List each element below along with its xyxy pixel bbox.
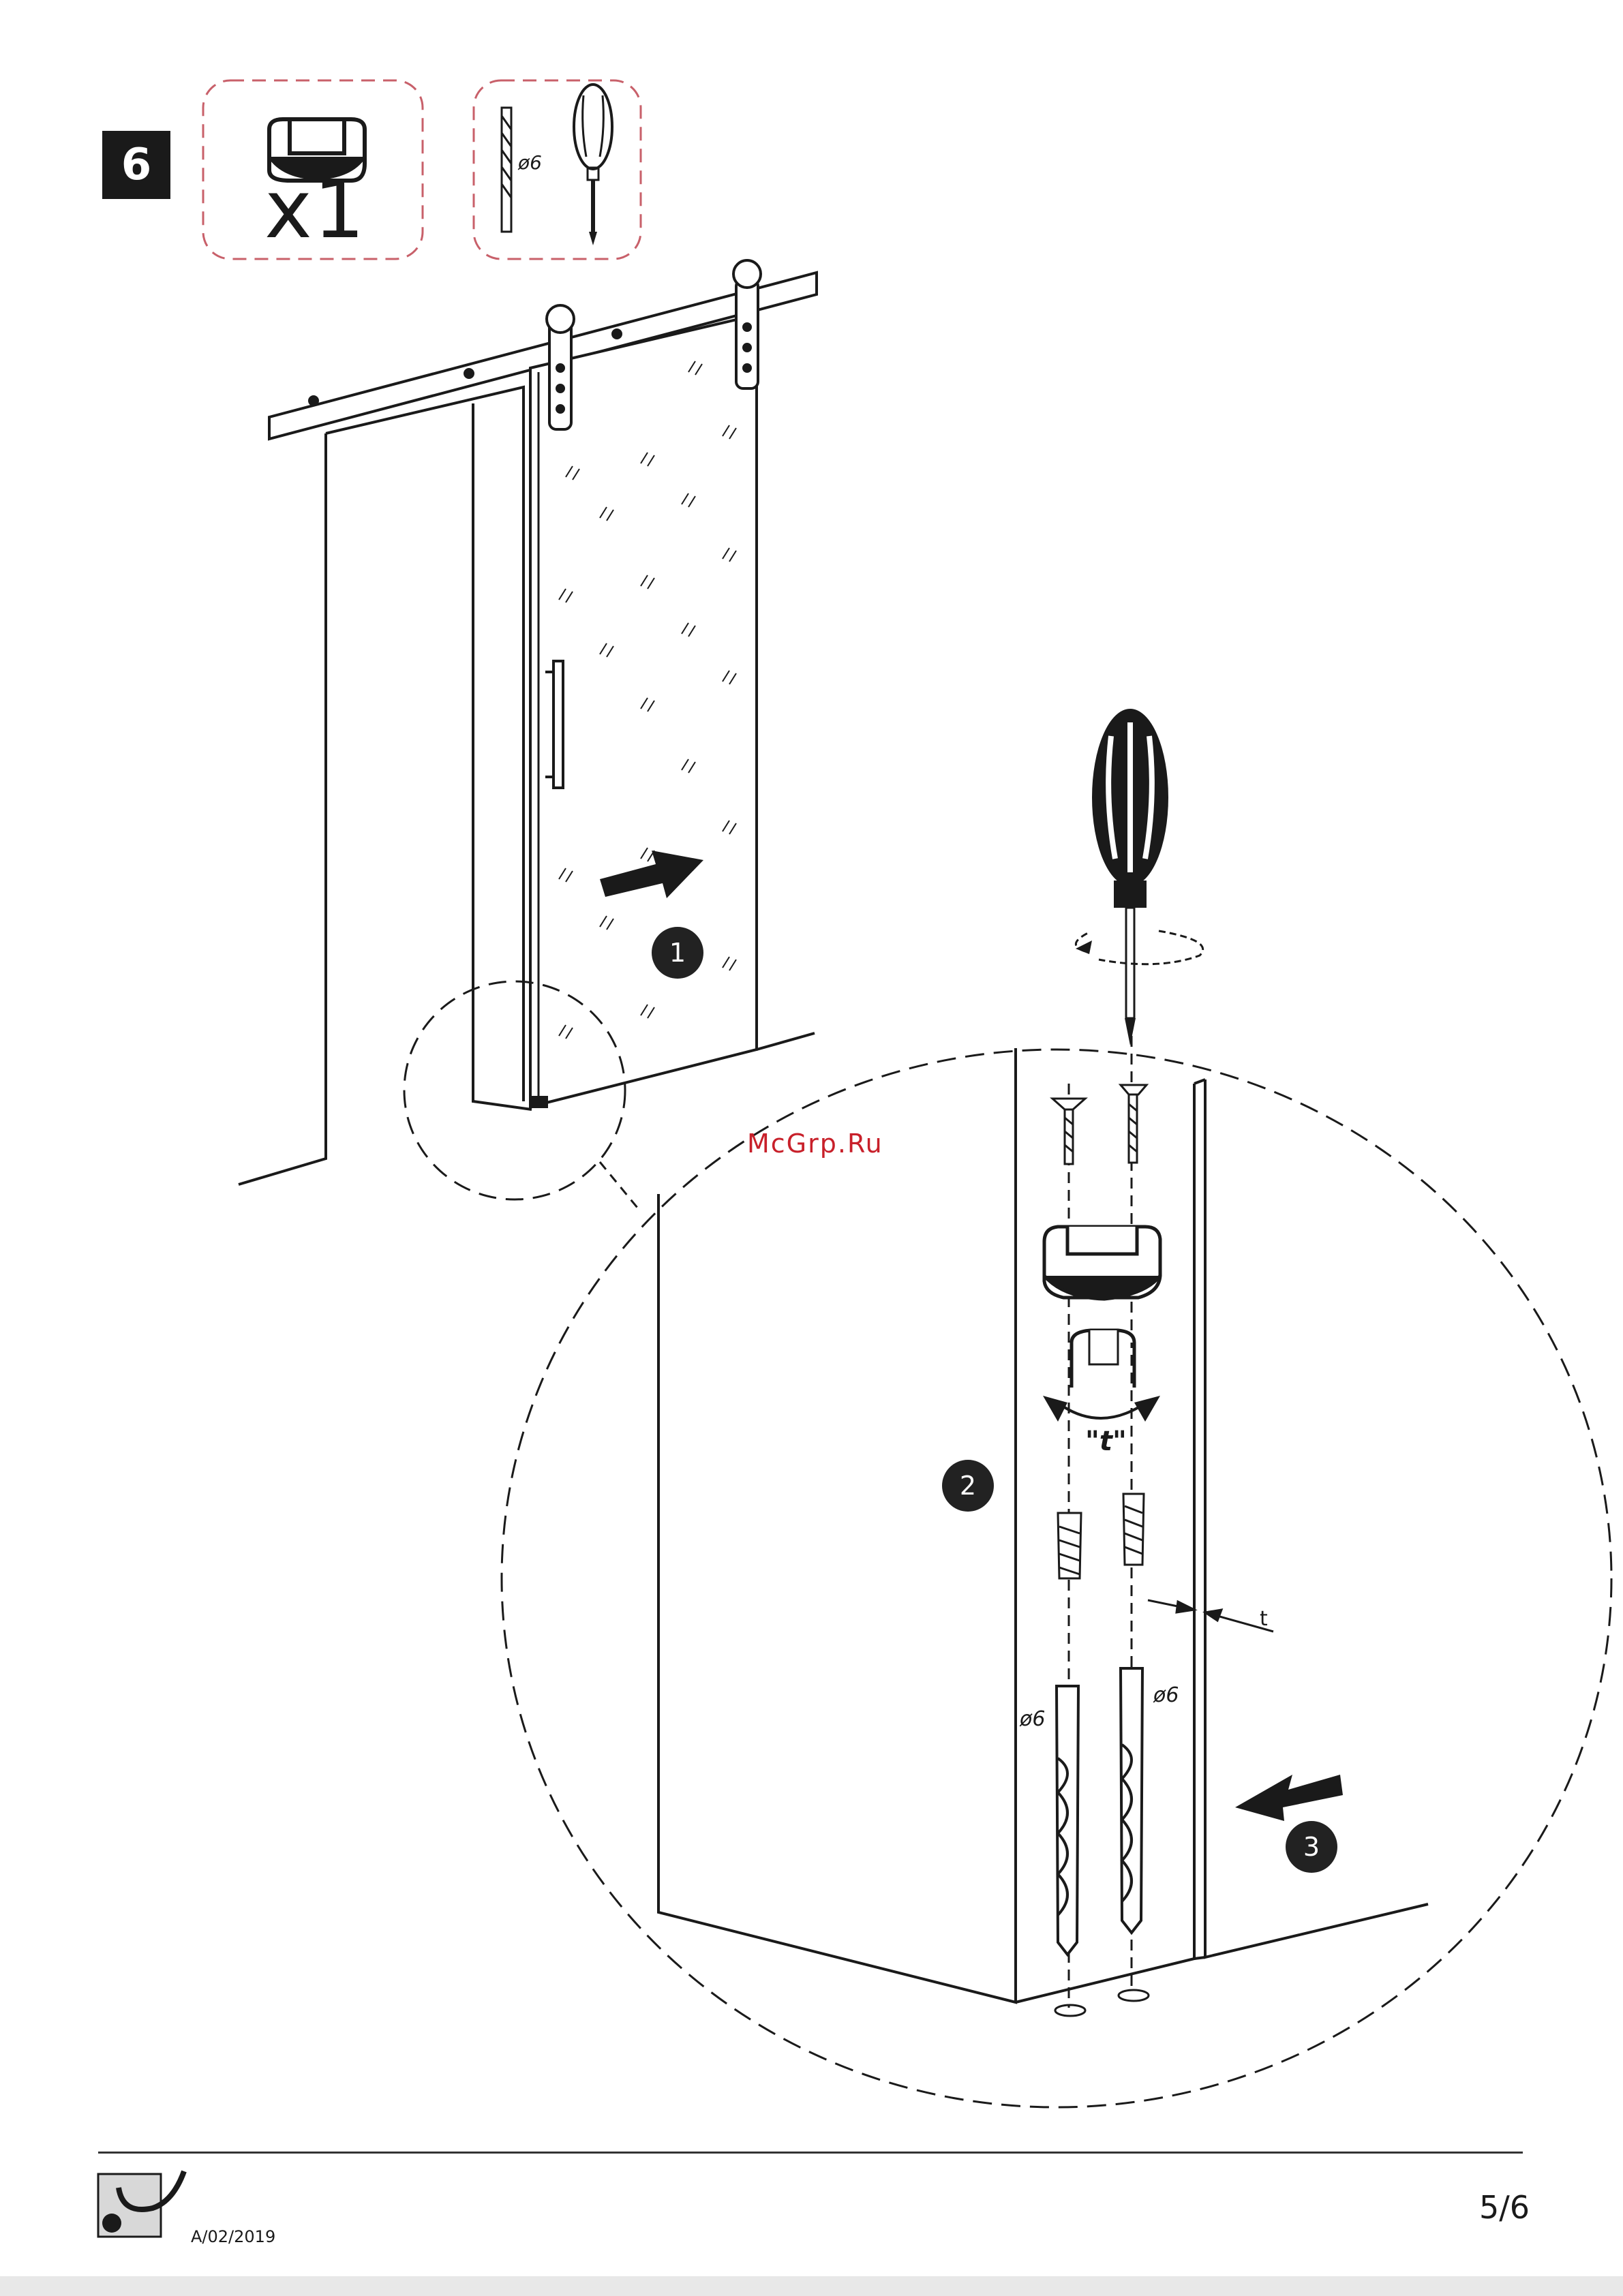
tool-drill-size-label: ø6 — [518, 151, 542, 174]
guide-part-icon — [1044, 1227, 1160, 1388]
tools-box — [474, 80, 641, 259]
brand-logo-icon — [98, 2171, 184, 2237]
rotation-arrows — [1043, 1396, 1160, 1422]
step-number-badge: 6 — [102, 131, 170, 199]
wall-frame — [239, 387, 532, 1184]
footer-divider — [98, 2152, 1523, 2154]
wall-plug-icon — [1058, 1494, 1144, 1578]
drill-bit-icon — [502, 108, 511, 232]
screwdriver-icon — [574, 85, 612, 245]
document-code: A/02/2019 — [191, 2227, 275, 2246]
callout-step-2: 2 — [942, 1460, 994, 1512]
detail-zoom-circle — [502, 1050, 1611, 2107]
page-bottom-band — [0, 2276, 1623, 2296]
parts-quantity: x1 — [264, 169, 366, 249]
arrow-left-icon — [1235, 1775, 1343, 1821]
watermark: McGrp.Ru — [747, 1129, 883, 1159]
drill-size-left-label: ø6 — [1020, 1707, 1045, 1731]
callout-step-1: 1 — [652, 927, 703, 979]
page-number: 5/6 — [1479, 2189, 1530, 2226]
tolerance-label: t — [1260, 1607, 1268, 1631]
screwdriver-large-icon — [1076, 709, 1203, 1045]
drill-bit-large-icon — [1057, 1668, 1142, 1955]
screw-icon — [1052, 1085, 1147, 1164]
tolerance-dimension — [1148, 1600, 1273, 1632]
tolerance-quoted-label: "t" — [1085, 1426, 1127, 1457]
callout-step-3: 3 — [1286, 1821, 1337, 1873]
drill-size-right-label: ø6 — [1153, 1683, 1179, 1707]
sliding-door — [530, 315, 815, 1107]
